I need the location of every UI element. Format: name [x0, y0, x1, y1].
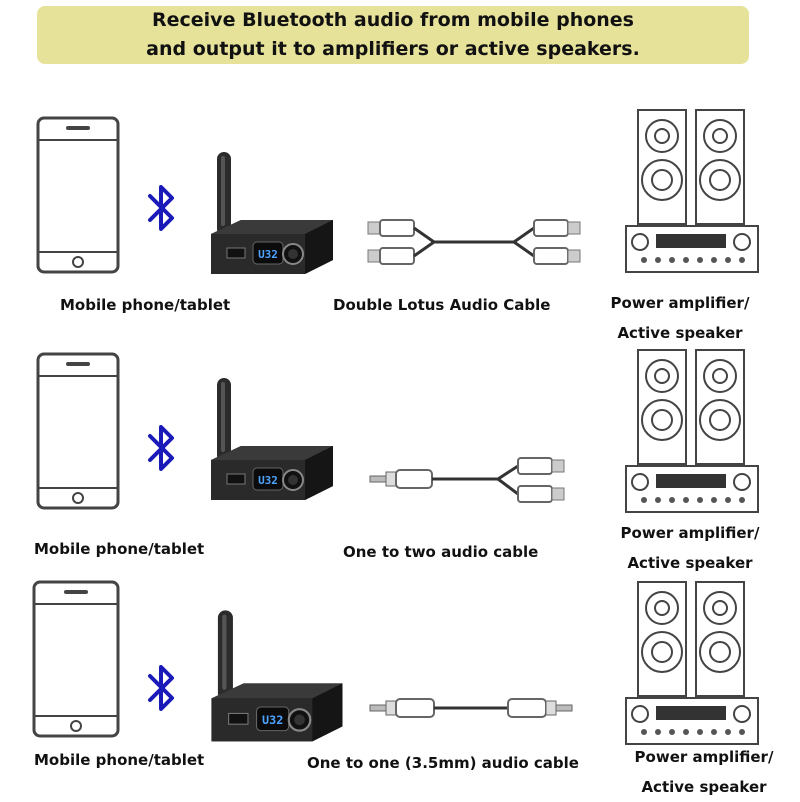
- speaker-amplifier-icon: [625, 109, 759, 273]
- bluetooth-receiver-icon: U32: [211, 152, 333, 274]
- bluetooth-receiver-icon: U32: [211, 378, 333, 500]
- amplifier-label-line-2: Active speaker: [641, 778, 767, 796]
- connection-row-1: U32 Mobile phone/t: [0, 100, 800, 342]
- svg-text:U32: U32: [262, 713, 283, 727]
- amplifier-label-line-1: Power amplifier/: [620, 524, 760, 542]
- cable-label: Double Lotus Audio Cable: [333, 296, 551, 314]
- phone-label: Mobile phone/tablet: [34, 540, 205, 558]
- banner-line-2: and output it to amplifiers or active sp…: [146, 38, 640, 60]
- phone-icon: [36, 116, 120, 274]
- phone-icon: [32, 580, 120, 738]
- svg-text:U32: U32: [258, 248, 278, 261]
- amplifier-label: Power amplifier/ Active speaker: [600, 288, 760, 348]
- audio-cable-icon: [369, 457, 565, 503]
- amplifier-label-line-2: Active speaker: [617, 324, 743, 342]
- cable-label: One to one (3.5mm) audio cable: [307, 754, 579, 772]
- connection-row-2: U32 Mobile phone/tablet On: [0, 338, 800, 572]
- phone-label: Mobile phone/tablet: [34, 751, 205, 769]
- phone-icon: [36, 352, 120, 510]
- svg-text:U32: U32: [258, 474, 278, 487]
- speaker-amplifier-icon: [625, 349, 759, 513]
- bluetooth-icon: [148, 665, 174, 711]
- banner-line-1: Receive Bluetooth audio from mobile phon…: [152, 9, 634, 31]
- phone-label: Mobile phone/tablet: [60, 296, 231, 314]
- bluetooth-icon: [148, 185, 174, 231]
- connection-row-3: U32 Mobile phone/tablet One to: [0, 568, 800, 798]
- amplifier-label-line-2: Active speaker: [627, 554, 753, 572]
- amplifier-label: Power amplifier/ Active speaker: [610, 518, 770, 578]
- audio-cable-icon: [369, 698, 573, 718]
- amplifier-label-line-1: Power amplifier/: [634, 748, 774, 766]
- amplifier-label: Power amplifier/ Active speaker: [624, 742, 784, 802]
- speaker-amplifier-icon: [625, 581, 759, 745]
- bluetooth-receiver-icon: U32: [211, 610, 343, 742]
- bluetooth-icon: [148, 425, 174, 471]
- audio-cable-icon: [367, 219, 581, 265]
- header-banner: Receive Bluetooth audio from mobile phon…: [37, 6, 749, 64]
- cable-label: One to two audio cable: [343, 543, 539, 561]
- amplifier-label-line-1: Power amplifier/: [610, 294, 750, 312]
